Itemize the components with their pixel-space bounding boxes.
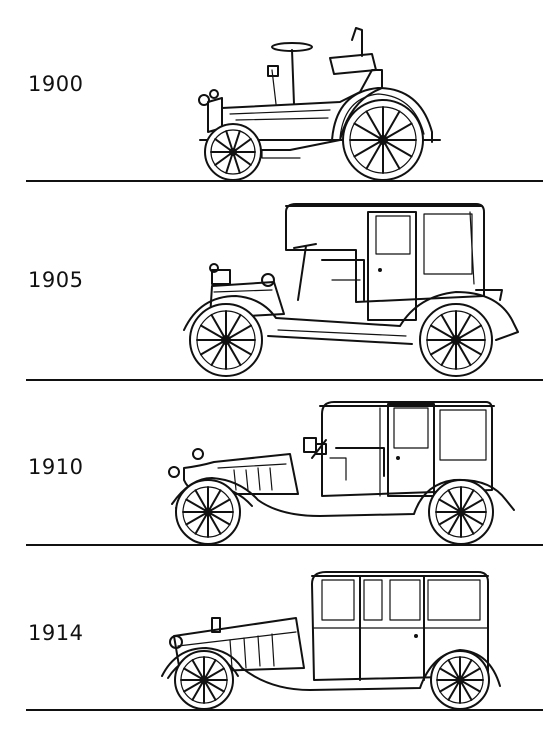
wheel-spoke xyxy=(460,511,475,535)
car-1905-icon xyxy=(183,203,519,377)
year-label-1900: 1900 xyxy=(28,72,84,96)
wheel-spoke xyxy=(382,122,413,141)
wheel-spoke xyxy=(185,498,209,513)
wheel-spoke xyxy=(447,489,462,513)
wheel-spoke xyxy=(207,498,231,513)
wheel-spoke xyxy=(207,511,222,535)
wheel-spoke xyxy=(353,122,384,141)
wheel-spoke xyxy=(365,139,384,170)
wheel-spoke xyxy=(207,511,231,526)
wheel-spoke xyxy=(438,498,462,513)
year-label-1905: 1905 xyxy=(28,268,84,292)
year-label-1910: 1910 xyxy=(28,455,84,479)
wheel-spoke xyxy=(382,139,413,158)
year-label-1914: 1914 xyxy=(28,621,84,645)
wheel-spoke xyxy=(194,511,209,535)
car-1910-icon xyxy=(168,401,515,545)
wheel-spoke xyxy=(447,511,462,535)
wheel-spoke xyxy=(438,511,462,526)
wheel-spoke xyxy=(194,489,209,513)
wheel-spoke xyxy=(353,139,384,158)
wheel-spoke xyxy=(460,511,484,526)
wheel-spoke xyxy=(382,139,401,170)
wheel-spoke xyxy=(460,498,484,513)
wheel-spoke xyxy=(207,489,222,513)
wheel-spoke xyxy=(382,110,401,141)
car-1900-icon xyxy=(198,27,441,181)
wheel-spoke xyxy=(460,489,475,513)
car-1914-icon xyxy=(161,571,501,710)
wheel-spoke xyxy=(365,110,384,141)
wheel-spoke xyxy=(185,511,209,526)
